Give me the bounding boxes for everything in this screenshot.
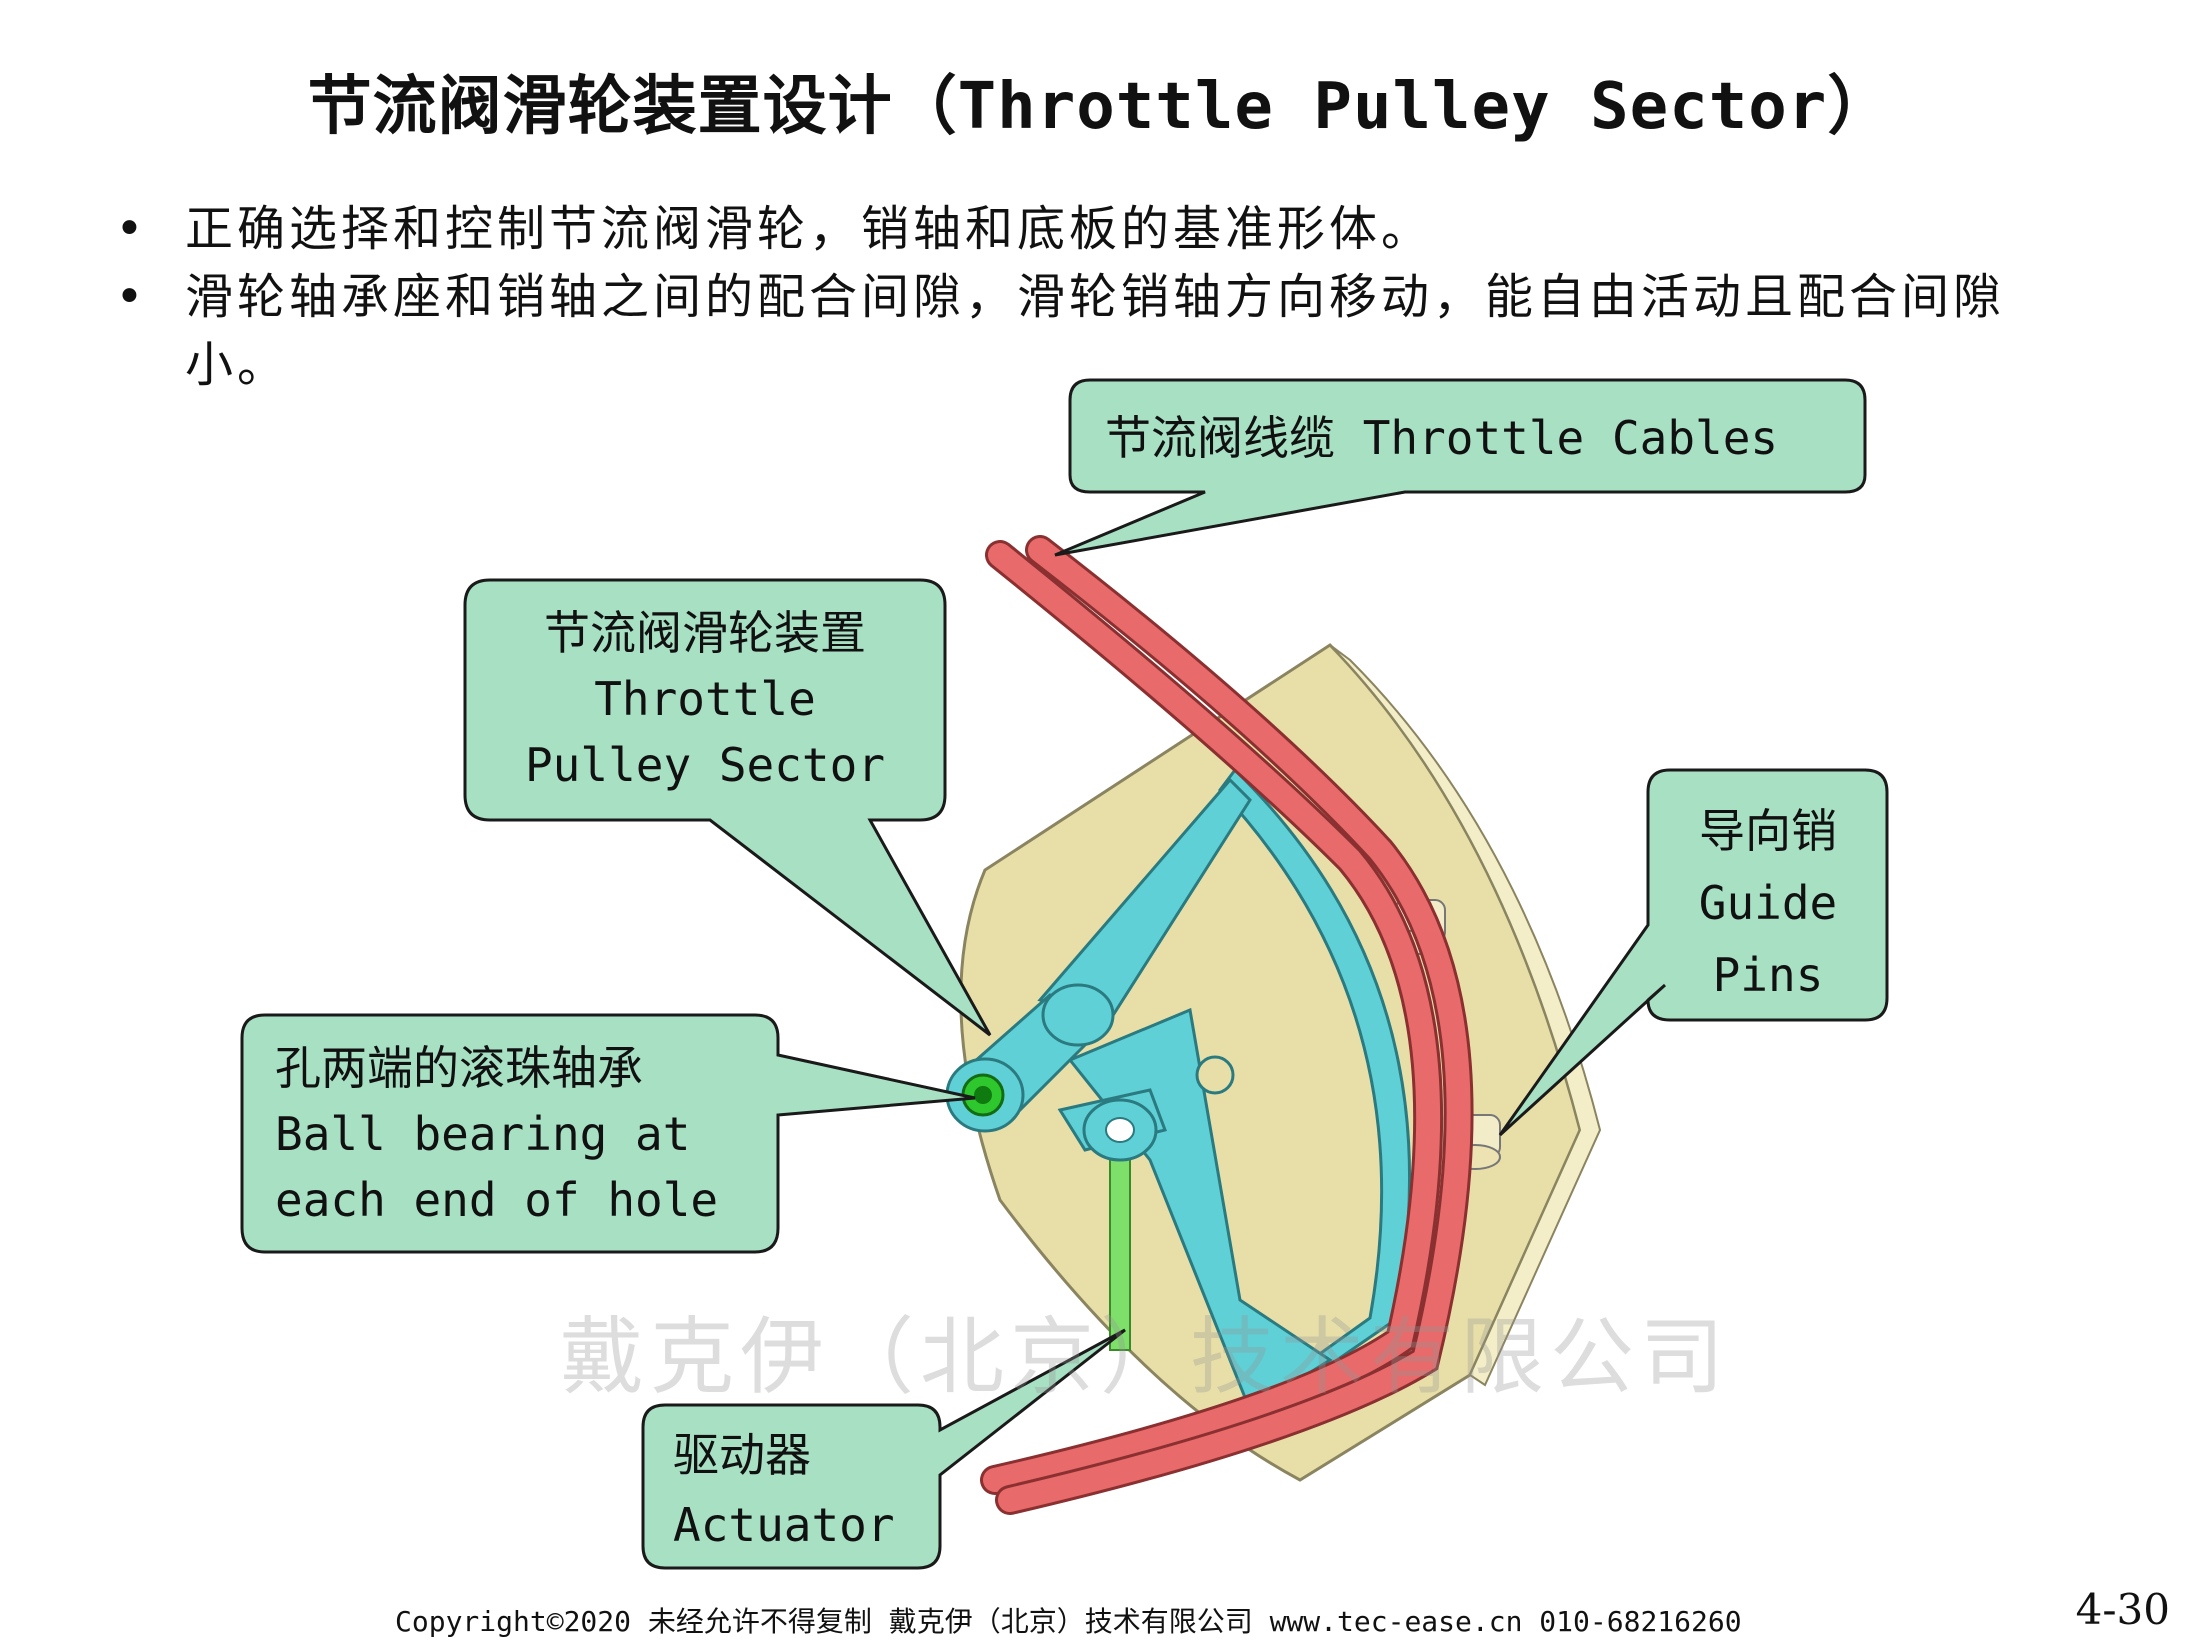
callout-bubble-guide-pins [1498, 768, 1889, 1137]
callout-line: 导向销 [1699, 804, 1837, 858]
callout-bubble-actuator [641, 1328, 1126, 1570]
bullet-dot-icon: • [115, 201, 148, 257]
callout-line: Pins [1712, 948, 1824, 1002]
actuator-pin [1105, 1117, 1135, 1143]
bullet-list: • 正确选择和控制节流阀滑轮，销轴和底板的基准形体。 • 滑轮轴承座和销轴之间的… [115, 195, 2095, 399]
callout-line: 驱动器 [673, 1428, 811, 1482]
callout-label-actuator: 驱动器 Actuator [673, 1420, 895, 1560]
bullet-text: 滑轮轴承座和销轴之间的配合间隙，滑轮销轴方向移动，能自由活动且配合间隙小。 [185, 269, 2006, 393]
callout-label-cables: 节流阀线缆 Throttle Cables [1105, 405, 1778, 471]
bullet-text: 正确选择和控制节流阀滑轮，销轴和底板的基准形体。 [185, 201, 1434, 257]
callout-line: Guide [1698, 876, 1838, 930]
callout-line: Throttle [594, 672, 816, 726]
bullet-item: • 正确选择和控制节流阀滑轮，销轴和底板的基准形体。 [115, 195, 2095, 263]
callout-line: Ball bearing at [275, 1107, 691, 1161]
callout-line: each end of hole [275, 1173, 719, 1227]
callout-line: Pulley Sector [524, 738, 886, 792]
callout-bubble-pulley [463, 578, 992, 1037]
bullet-item: • 滑轮轴承座和销轴之间的配合间隙，滑轮销轴方向移动，能自由活动且配合间隙小。 [115, 263, 2095, 399]
watermark: 戴克伊（北京）技术有限公司 [560, 1308, 1731, 1406]
callout-line: 孔两端的滚珠轴承 [275, 1041, 643, 1095]
throttle-cable [998, 538, 1471, 1512]
callout-bubble-cables [1054, 378, 1867, 557]
throttle-cable [983, 543, 1441, 1492]
ball-bearing-bore [974, 1086, 992, 1104]
page-title: 节流阀滑轮装置设计（Throttle Pulley Sector） [307, 70, 1893, 144]
callout-label-guide-pins: 导向销 Guide Pins [1648, 795, 1888, 1011]
bullet-dot-icon: • [115, 269, 148, 325]
callout-label-pulley: 节流阀滑轮装置 Throttle Pulley Sector [465, 600, 945, 798]
footer-copyright: Copyright©2020 未经允许不得复制 戴克伊（北京）技术有限公司 ww… [395, 1605, 1742, 1638]
callout-bubble-bearing [240, 1013, 976, 1254]
pulley-arm-hole [1195, 1055, 1235, 1095]
callout-line: 节流阀线缆 Throttle Cables [1105, 411, 1779, 465]
callout-line: Actuator [673, 1498, 895, 1552]
callout-label-bearing: 孔两端的滚珠轴承 Ball bearing at each end of hol… [275, 1035, 718, 1233]
page-number: 4-30 [2075, 1585, 2170, 1634]
base-plate-edge [1329, 644, 1602, 1387]
callout-line: 节流阀滑轮装置 [544, 606, 866, 660]
